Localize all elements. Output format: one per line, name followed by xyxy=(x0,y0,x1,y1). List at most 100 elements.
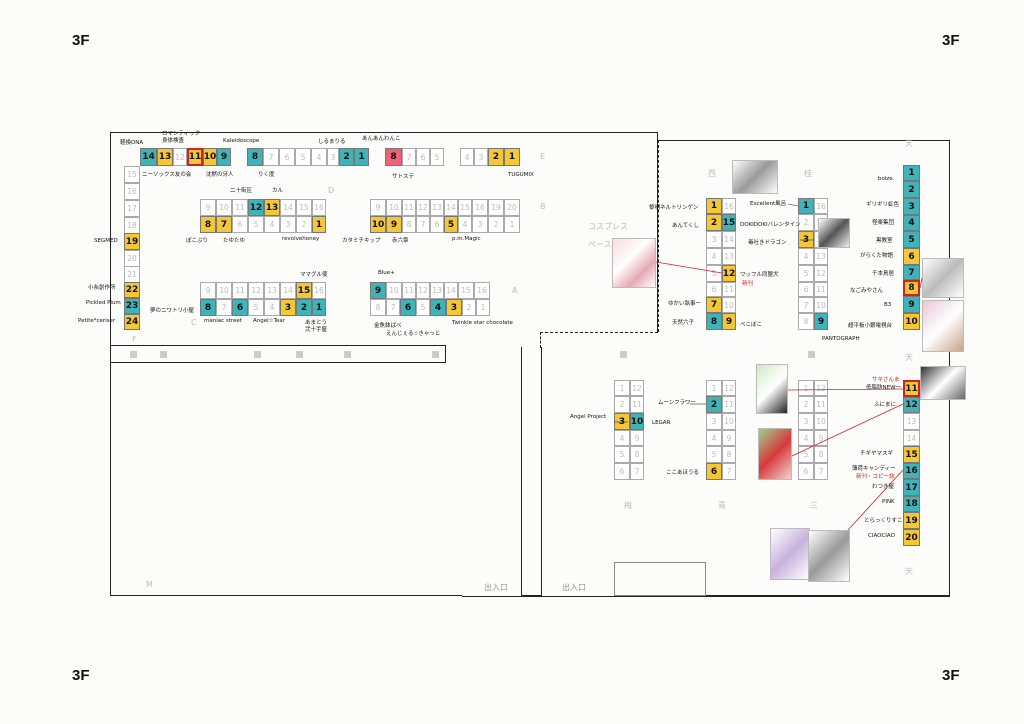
booth[interactable]: 16 xyxy=(903,463,920,479)
booth[interactable]: 10 xyxy=(722,297,736,313)
booth[interactable]: 5 xyxy=(248,299,264,316)
booth[interactable]: 16 xyxy=(722,198,736,214)
booth[interactable]: 3 xyxy=(446,299,462,316)
booth[interactable]: 2 xyxy=(903,181,920,198)
booth[interactable]: 10 xyxy=(903,313,920,330)
booth[interactable]: 10 xyxy=(370,216,386,233)
booth[interactable]: 14 xyxy=(903,430,920,446)
booth[interactable]: 8 xyxy=(814,446,828,463)
booth[interactable]: 1 xyxy=(798,380,814,396)
booth[interactable]: 9 xyxy=(722,430,736,446)
booth[interactable]: 3 xyxy=(903,198,920,215)
booth[interactable]: 3 xyxy=(798,413,814,430)
booth[interactable]: 6 xyxy=(903,248,920,265)
booth[interactable]: 5 xyxy=(430,148,444,166)
booth[interactable]: 10 xyxy=(216,282,232,299)
booth[interactable]: 7 xyxy=(722,463,736,480)
booth[interactable]: 1 xyxy=(476,299,490,316)
booth[interactable]: 8 xyxy=(385,148,402,166)
booth[interactable]: 1 xyxy=(504,148,520,166)
booth[interactable]: 10 xyxy=(386,199,402,216)
booth[interactable]: 9 xyxy=(722,313,736,330)
booth[interactable]: 15 xyxy=(458,199,472,216)
booth[interactable]: 8 xyxy=(200,299,216,316)
booth[interactable]: 11 xyxy=(814,282,828,297)
booth[interactable]: 2 xyxy=(488,216,504,233)
booth[interactable]: 3 xyxy=(327,148,339,166)
booth[interactable]: 18 xyxy=(903,496,920,512)
booth[interactable]: 13 xyxy=(430,199,444,216)
booth[interactable]: 4 xyxy=(458,216,472,233)
booth[interactable]: 20 xyxy=(903,529,920,546)
booth[interactable]: 5 xyxy=(798,446,814,463)
booth[interactable]: 10 xyxy=(386,282,402,299)
booth[interactable]: 16 xyxy=(312,199,326,216)
booth[interactable]: 11 xyxy=(232,282,248,299)
booth[interactable]: 16 xyxy=(124,183,140,200)
booth[interactable]: 3 xyxy=(798,231,814,248)
booth[interactable]: 5 xyxy=(798,265,814,282)
booth[interactable]: 7 xyxy=(814,463,828,480)
booth[interactable]: 19 xyxy=(124,233,140,250)
booth[interactable]: 9 xyxy=(814,313,828,330)
booth[interactable]: 15 xyxy=(458,282,474,299)
booth[interactable]: 5 xyxy=(295,148,311,166)
booth[interactable]: 4 xyxy=(706,430,722,446)
booth[interactable]: 12 xyxy=(416,282,430,299)
booth[interactable]: 6 xyxy=(430,216,444,233)
booth[interactable]: 1 xyxy=(312,299,326,316)
booth[interactable]: 3 xyxy=(474,148,488,166)
booth[interactable]: 1 xyxy=(706,198,722,214)
booth[interactable]: 4 xyxy=(264,299,280,316)
booth[interactable]: 3 xyxy=(280,299,296,316)
booth[interactable]: 5 xyxy=(706,446,722,463)
booth[interactable]: 9 xyxy=(217,148,231,166)
booth[interactable]: 4 xyxy=(614,430,630,446)
booth[interactable]: 14 xyxy=(280,282,296,299)
booth[interactable]: 16 xyxy=(474,282,490,299)
booth[interactable]: 8 xyxy=(247,148,263,166)
booth[interactable]: 4 xyxy=(798,248,814,265)
booth[interactable]: 11 xyxy=(232,199,248,216)
booth[interactable]: 17 xyxy=(903,479,920,496)
booth[interactable]: 7 xyxy=(216,299,232,316)
booth[interactable]: 7 xyxy=(263,148,279,166)
booth[interactable]: 19 xyxy=(903,512,920,529)
booth[interactable]: 7 xyxy=(798,297,814,313)
booth[interactable]: 8 xyxy=(370,299,386,316)
booth[interactable]: 1 xyxy=(706,380,722,396)
booth[interactable]: 6 xyxy=(232,299,248,316)
booth[interactable]: 7 xyxy=(402,148,416,166)
booth[interactable]: 3 xyxy=(280,216,296,233)
booth[interactable]: 23 xyxy=(124,298,140,314)
booth[interactable]: 9 xyxy=(903,296,920,313)
booth[interactable]: 12 xyxy=(173,148,187,166)
booth[interactable]: 2 xyxy=(296,216,312,233)
booth[interactable]: 12 xyxy=(722,265,736,282)
booth[interactable]: 7 xyxy=(416,216,430,233)
booth[interactable]: 7 xyxy=(386,299,400,316)
booth[interactable]: 3 xyxy=(472,216,488,233)
booth[interactable]: 9 xyxy=(630,430,644,446)
booth[interactable]: 14 xyxy=(722,231,736,248)
booth[interactable]: 13 xyxy=(903,413,920,430)
booth[interactable]: 9 xyxy=(200,282,216,299)
booth[interactable]: 14 xyxy=(140,148,157,166)
booth[interactable]: 6 xyxy=(400,299,416,316)
booth[interactable]: 9 xyxy=(386,216,402,233)
booth[interactable]: 16 xyxy=(472,199,488,216)
booth[interactable]: 14 xyxy=(444,199,458,216)
booth[interactable]: 1 xyxy=(614,380,630,396)
booth[interactable]: 5 xyxy=(444,216,458,233)
booth[interactable]: 6 xyxy=(614,463,630,480)
booth[interactable]: 7 xyxy=(706,297,722,313)
booth[interactable]: 5 xyxy=(706,265,722,282)
booth[interactable]: 16 xyxy=(312,282,326,299)
booth[interactable]: 1 xyxy=(354,148,369,166)
booth[interactable]: 11 xyxy=(722,396,736,413)
booth[interactable]: 6 xyxy=(279,148,295,166)
booth[interactable]: 10 xyxy=(814,297,828,313)
booth[interactable]: 12 xyxy=(630,380,644,396)
booth[interactable]: 9 xyxy=(814,430,828,446)
booth[interactable]: 13 xyxy=(264,282,280,299)
